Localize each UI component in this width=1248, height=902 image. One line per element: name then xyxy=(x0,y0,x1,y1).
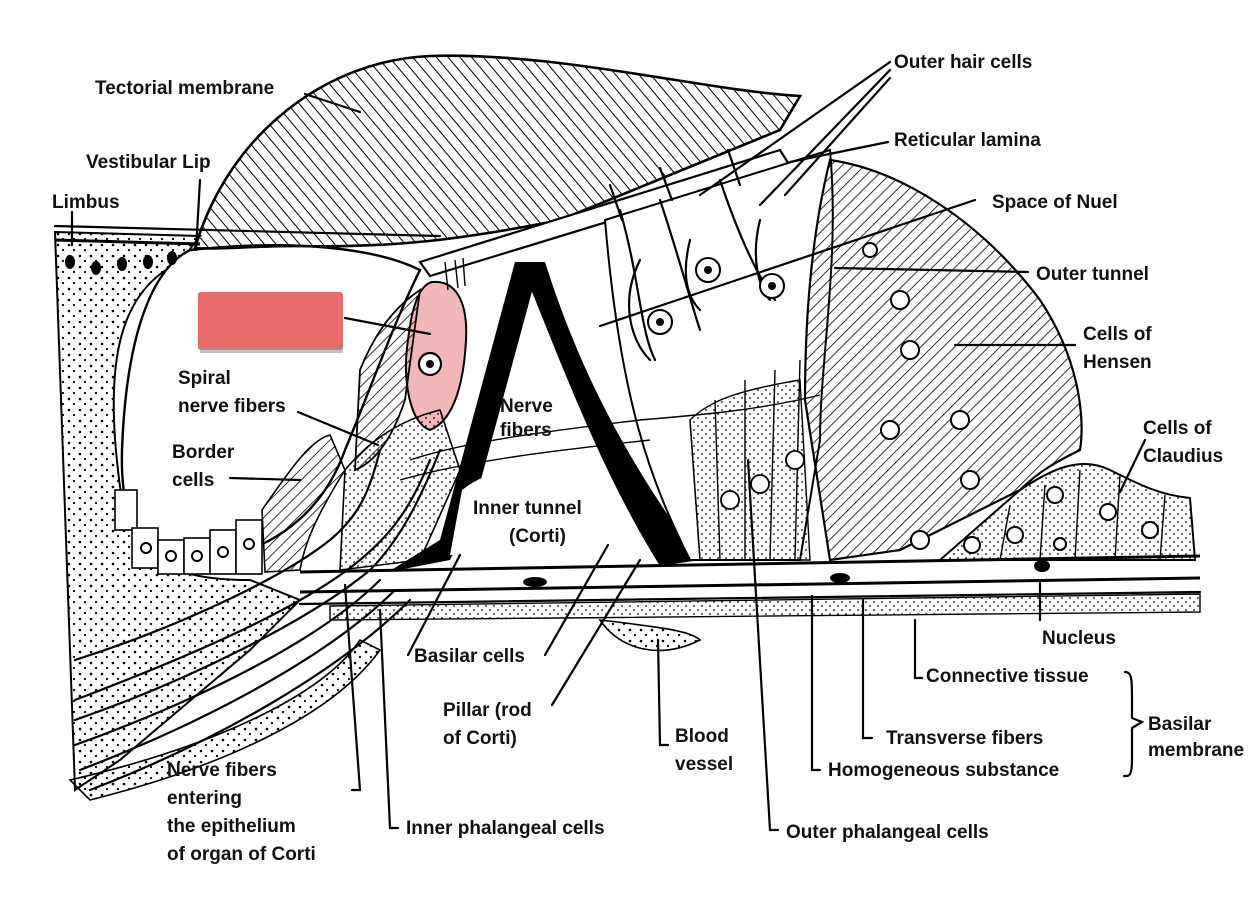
nerve-fiber-bundle xyxy=(68,394,821,801)
label-reticular-lamina: Reticular lamina xyxy=(894,130,1041,151)
label-space-of-nuel: Space of Nuel xyxy=(992,192,1118,213)
label-outer-tunnel: Outer tunnel xyxy=(1036,264,1149,285)
label-blood-vessel-line2: vessel xyxy=(675,754,733,775)
outer-hair-cells xyxy=(608,148,785,362)
label-nerve-entering-line1: Nerve fibers xyxy=(167,760,277,781)
label-inner-tunnel-line1: Inner tunnel xyxy=(473,498,582,519)
outer-pillar xyxy=(520,262,700,566)
labels: Tectorial membrane Vestibular Lip Limbus… xyxy=(52,52,1244,865)
label-tectorial-membrane: Tectorial membrane xyxy=(95,78,274,99)
outer-phalangeal-region xyxy=(689,379,811,561)
label-blood-vessel-line1: Blood xyxy=(675,726,729,747)
label-border-cells-line2: cells xyxy=(172,470,214,491)
label-pillar-line2: of Corti) xyxy=(443,728,517,749)
label-nerve-entering-line2: entering xyxy=(167,788,242,809)
label-basilar-cells: Basilar cells xyxy=(414,646,525,667)
blood-vessel xyxy=(598,618,702,652)
label-nerve-entering-line3: the epithelium xyxy=(167,816,296,837)
claudius-cells xyxy=(963,469,1166,561)
basilar-membrane xyxy=(298,554,1202,621)
label-vestibular-lip: Vestibular Lip xyxy=(86,152,211,173)
label-cells-of-hensen-line1: Cells of xyxy=(1083,324,1152,345)
label-cells-of-hensen-line2: Hensen xyxy=(1083,352,1152,373)
label-spiral-nerve-fibers-line1: Spiral xyxy=(178,368,231,389)
label-homogeneous-substance: Homogeneous substance xyxy=(828,760,1059,781)
inner-pillar xyxy=(388,262,540,572)
label-nerve-fibers-line1: Nerve xyxy=(500,396,553,417)
label-border-cells-line1: Border xyxy=(172,442,235,463)
leader-lines xyxy=(70,60,1147,832)
label-transverse-fibers: Transverse fibers xyxy=(886,728,1043,749)
deiters-cell-lines xyxy=(689,359,805,561)
border-cells xyxy=(114,489,263,575)
label-pillar-line1: Pillar (rod xyxy=(443,700,532,721)
hensen-nuclei xyxy=(862,242,980,550)
label-cells-of-claudius-line1: Cells of xyxy=(1143,418,1212,439)
tectorial-membrane xyxy=(193,54,803,250)
limbus-nuclei xyxy=(65,251,177,275)
label-nucleus: Nucleus xyxy=(1042,628,1116,649)
label-outer-hair-cells: Outer hair cells xyxy=(894,52,1032,73)
label-inner-phalangeal-cells: Inner phalangeal cells xyxy=(406,818,605,839)
border-cell-hatch xyxy=(261,434,346,573)
hidden-label-mask xyxy=(198,292,343,350)
label-inner-tunnel-line2: (Corti) xyxy=(509,526,566,547)
label-outer-phalangeal-cells: Outer phalangeal cells xyxy=(786,822,989,843)
label-cells-of-claudius-line2: Claudius xyxy=(1143,446,1223,467)
label-limbus: Limbus xyxy=(52,192,120,213)
anatomy-drawing xyxy=(53,54,1202,801)
label-nerve-entering-line4: of organ of Corti xyxy=(167,844,316,865)
nerve-sheath xyxy=(68,638,382,801)
label-basilar-membrane-line1: Basilar xyxy=(1148,714,1212,735)
connective-tissue-layer xyxy=(329,593,1201,621)
inner-phalangeal-region xyxy=(339,409,461,571)
label-spiral-nerve-fibers-line2: nerve fibers xyxy=(178,396,286,417)
cells-of-hensen xyxy=(803,158,1083,562)
label-basilar-membrane-line2: membrane xyxy=(1148,740,1244,761)
label-nerve-fibers-line2: fibers xyxy=(500,420,552,441)
inner-tunnel xyxy=(450,466,640,555)
label-connective-tissue: Connective tissue xyxy=(926,666,1089,687)
